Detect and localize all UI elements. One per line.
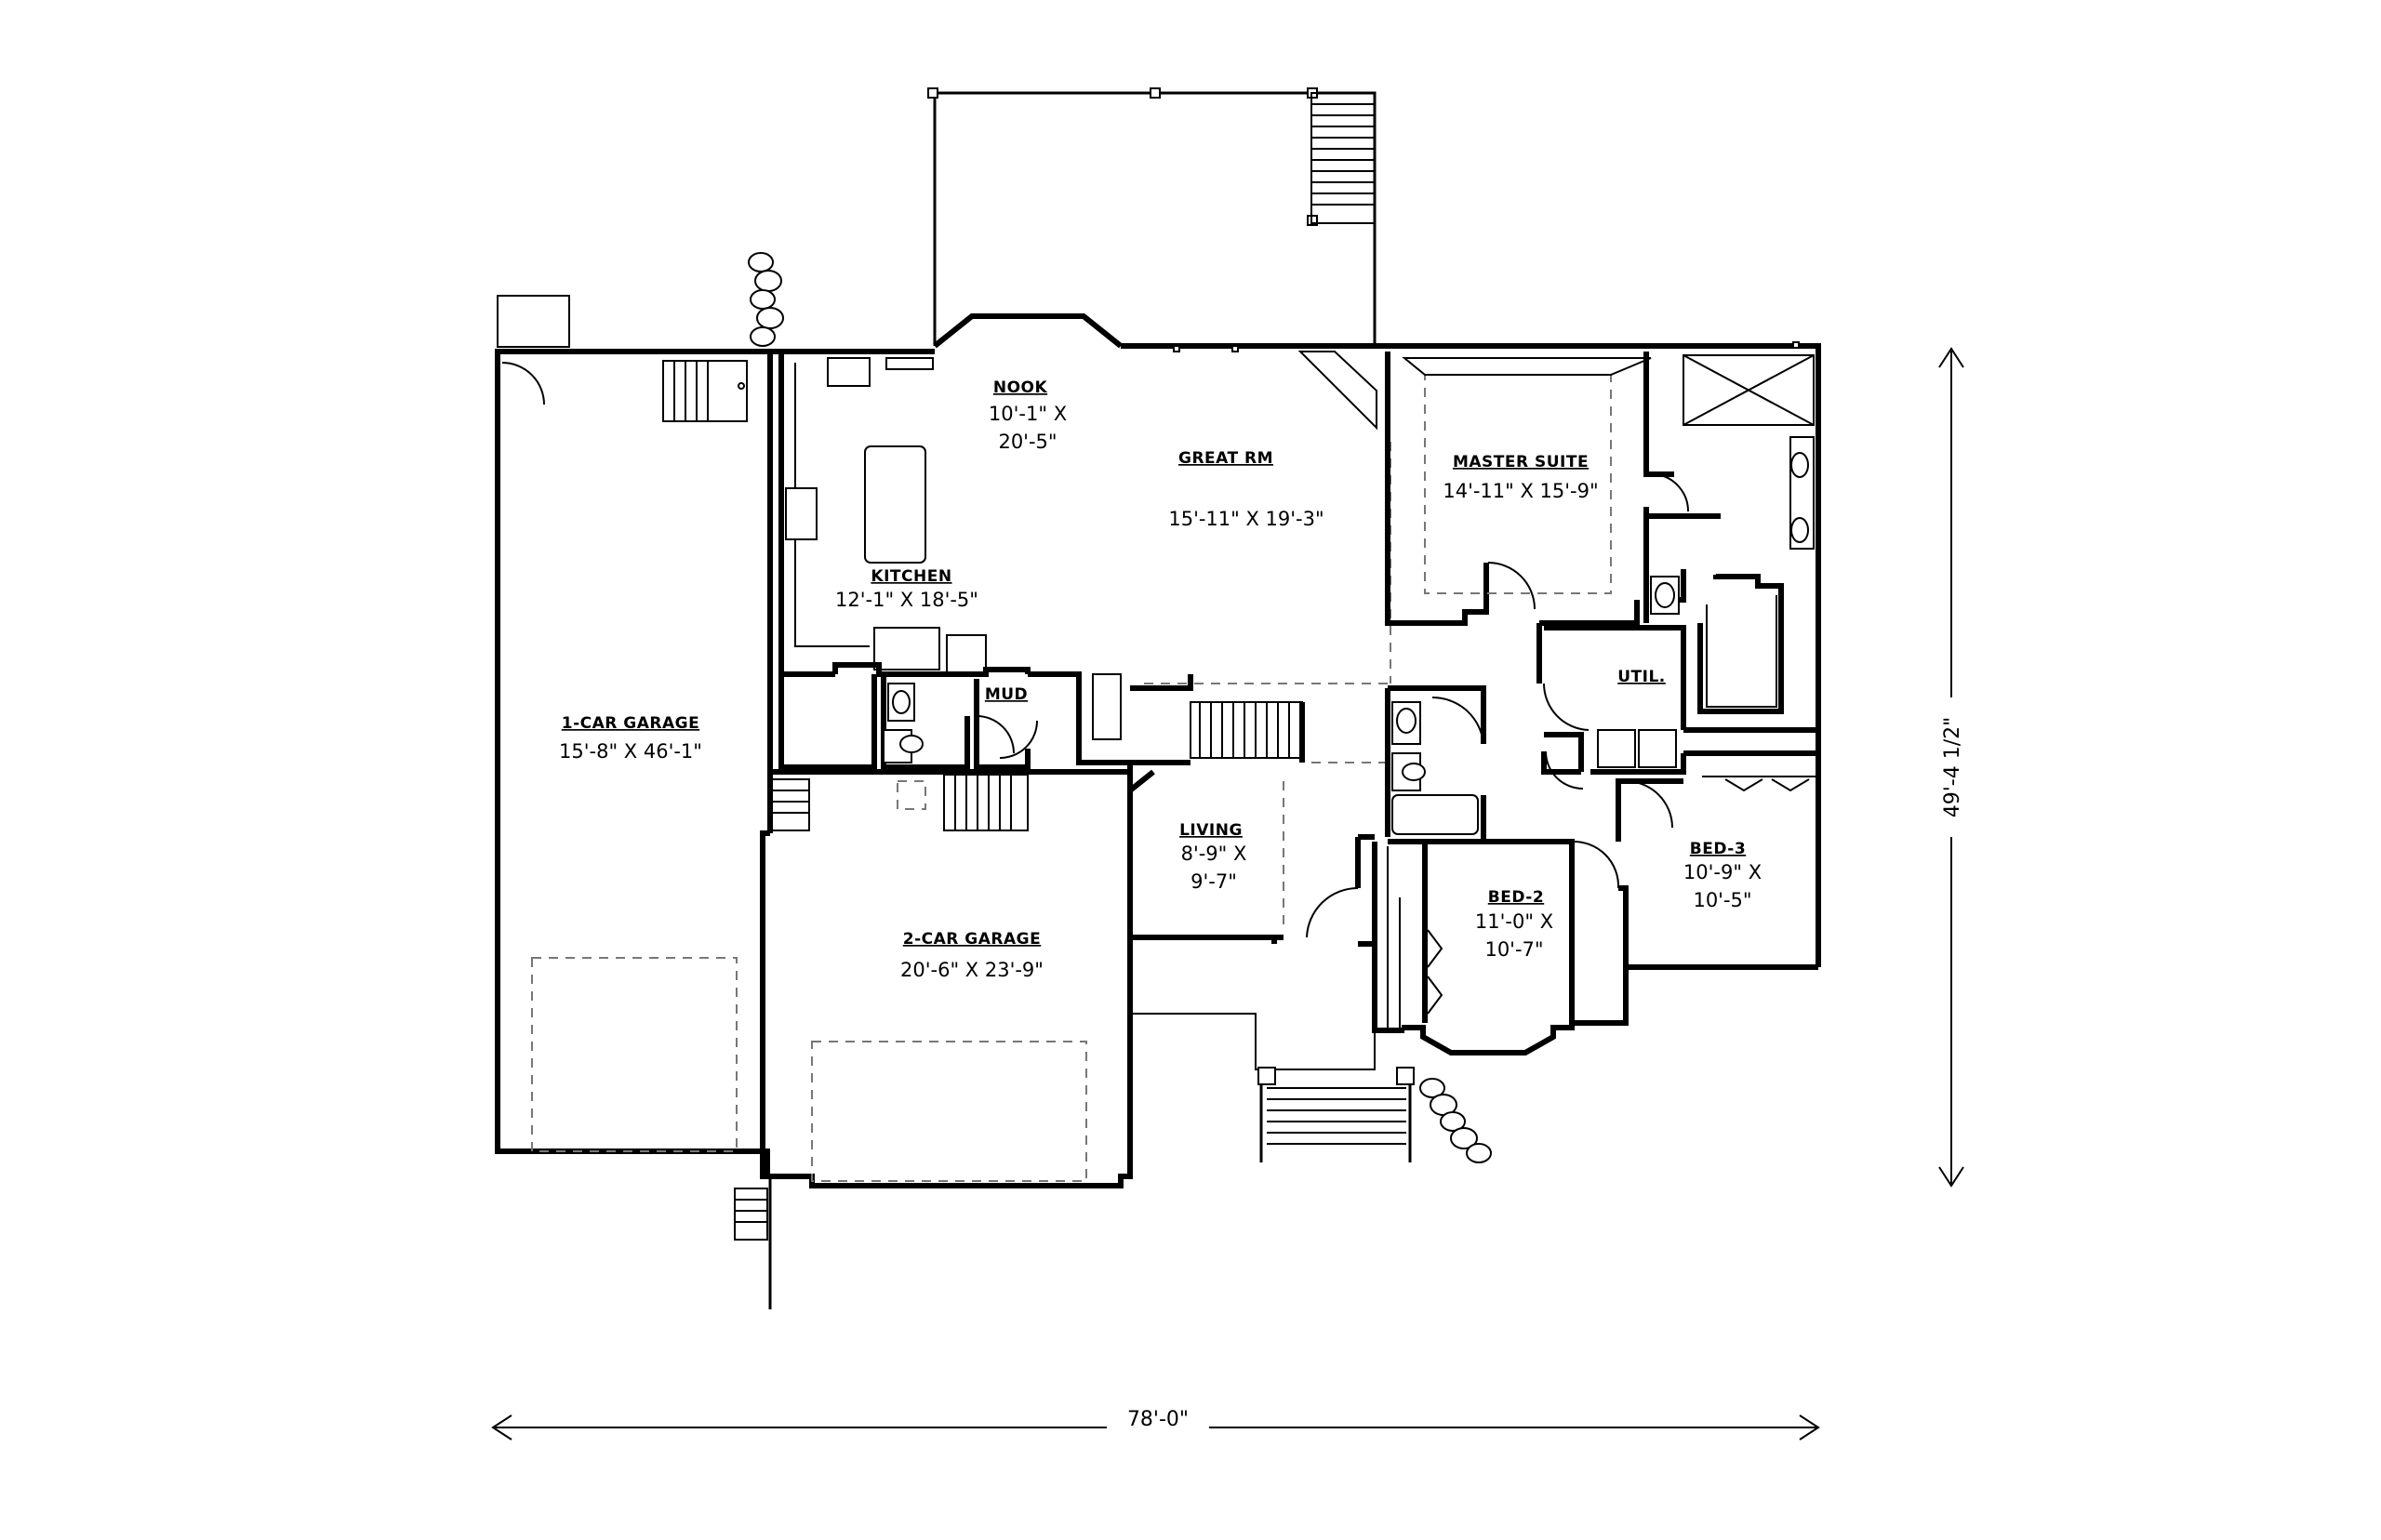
bed-3-dimensions-line1: 10'-9" X xyxy=(1683,861,1762,883)
landscape-stones-front xyxy=(1419,1078,1492,1163)
room-two-car-garage: 2-CAR GARAGE 20'-6" X 23'-9" xyxy=(900,930,1044,981)
kitchen-label: KITCHEN xyxy=(871,567,951,586)
overall-depth: 49'-4 1/2" xyxy=(1941,717,1964,818)
room-great-room: GREAT RM 15'-11" X 19'-3" xyxy=(1168,449,1324,530)
mud-label: MUD xyxy=(985,685,1028,704)
room-master-suite: MASTER SUITE 14'-11" X 15'-9" xyxy=(1443,453,1598,502)
basement-stairs xyxy=(1190,701,1303,759)
two-car-garage-dimensions: 20'-6" X 23'-9" xyxy=(900,959,1044,981)
bed-2-label: BED-2 xyxy=(1488,888,1544,907)
bed-3-label: BED-3 xyxy=(1690,840,1746,858)
room-bed-2: BED-2 11'-0" X 10'-7" xyxy=(1475,888,1553,961)
room-one-car-garage: 1-CAR GARAGE 15'-8" X 46'-1" xyxy=(559,714,702,763)
side-entry-steps xyxy=(734,1176,772,1309)
bed-2-dimensions-line1: 11'-0" X xyxy=(1475,910,1553,933)
overall-width: 78'-0" xyxy=(1127,1408,1189,1431)
rear-deck xyxy=(927,87,1377,346)
one-car-garage-door xyxy=(531,957,738,1152)
one-car-garage-dimensions: 15'-8" X 46'-1" xyxy=(559,740,702,763)
bed-3-dimensions-line2: 10'-5" xyxy=(1693,889,1751,911)
two-car-garage-label: 2-CAR GARAGE xyxy=(903,930,1041,949)
one-car-garage-label: 1-CAR GARAGE xyxy=(562,714,699,733)
door-swings xyxy=(501,362,1690,938)
master-suite-dimensions: 14'-11" X 15'-9" xyxy=(1443,480,1598,502)
living-dimensions-line1: 8'-9" X xyxy=(1181,843,1247,865)
great-room-label: GREAT RM xyxy=(1178,449,1273,468)
two-car-garage-door xyxy=(811,1041,1087,1182)
room-bed-3: BED-3 10'-9" X 10'-5" xyxy=(1683,840,1762,911)
depth-dimension-line: 49'-4 1/2" xyxy=(1938,347,1965,1188)
deck-stairs xyxy=(1310,92,1376,224)
great-room-dimensions: 15'-11" X 19'-3" xyxy=(1168,508,1324,530)
landscape-stones-top xyxy=(748,252,784,347)
room-mud: MUD xyxy=(985,685,1028,704)
room-kitchen: KITCHEN 12'-1" X 18'-5" xyxy=(835,567,978,611)
living-label: LIVING xyxy=(1179,821,1243,840)
room-util: UTIL. xyxy=(1617,668,1666,686)
exterior-walls xyxy=(495,295,1821,1188)
nook-label: NOOK xyxy=(993,378,1048,397)
nook-dimensions-line1: 10'-1" X xyxy=(989,403,1067,425)
interior-walls xyxy=(662,341,1818,1162)
util-label: UTIL. xyxy=(1617,668,1666,686)
nook-dimensions-line2: 20'-5" xyxy=(998,431,1057,453)
bed-2-dimensions-line2: 10'-7" xyxy=(1484,938,1543,961)
kitchen-dimensions: 12'-1" X 18'-5" xyxy=(835,589,978,611)
master-suite-label: MASTER SUITE xyxy=(1453,453,1589,471)
width-dimension-line: 78'-0" xyxy=(491,1406,1820,1440)
room-nook: NOOK 10'-1" X 20'-5" xyxy=(989,378,1067,453)
room-living: LIVING 8'-9" X 9'-7" xyxy=(1179,821,1246,893)
living-dimensions-line2: 9'-7" xyxy=(1190,870,1237,893)
